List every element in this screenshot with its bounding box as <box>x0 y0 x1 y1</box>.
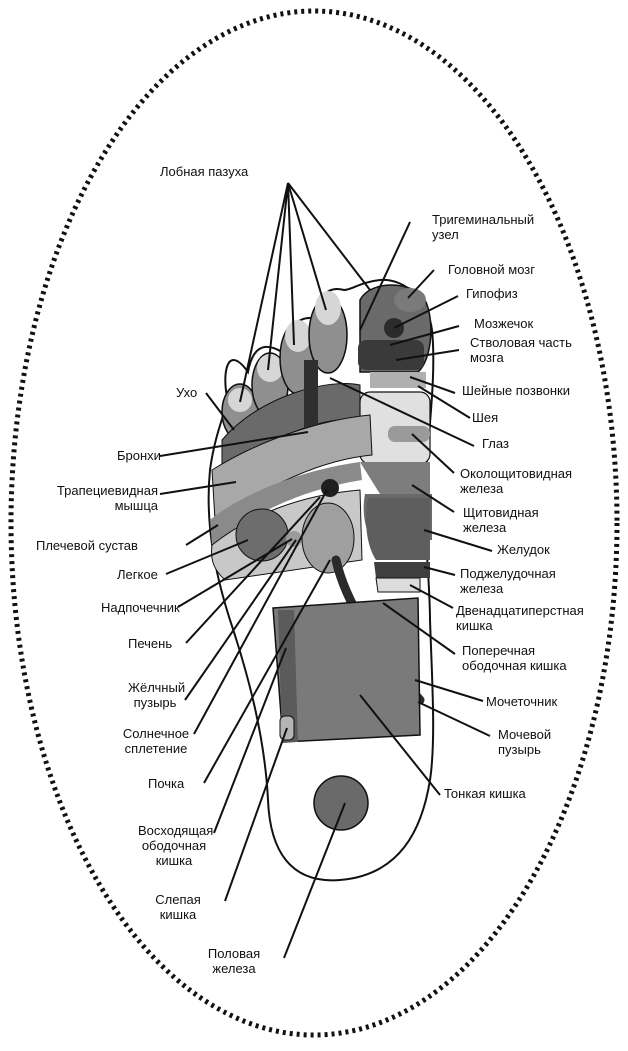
lung-spot <box>236 509 288 561</box>
big-toe-brain <box>394 288 426 312</box>
label-adrenal: Надпочечник <box>101 600 180 615</box>
label-ear: Ухо <box>176 385 197 400</box>
label-shoulder: Плечевой сустав <box>36 538 138 553</box>
eye-spot <box>388 426 430 442</box>
label-small-intestine: Тонкая кишка <box>444 786 526 801</box>
label-neck: Шея <box>472 410 498 425</box>
label-kidney: Почка <box>148 776 184 791</box>
toe-third-tip <box>285 320 311 352</box>
pancreas-zone <box>374 562 430 578</box>
label-frontal-sinus: Лобная пазуха <box>160 164 248 179</box>
label-bronchi: Бронхи <box>117 448 161 463</box>
label-ureter: Мочеточник <box>486 694 557 709</box>
gonad-spot <box>314 776 368 830</box>
duodenum-zone <box>376 578 420 592</box>
label-eye: Глаз <box>482 436 509 451</box>
label-brain: Головной мозг <box>448 262 535 277</box>
label-liver: Печень <box>128 636 172 651</box>
toe-second-tip <box>315 291 341 325</box>
label-cerebellum: Мозжечок <box>474 316 533 331</box>
stomach-zone <box>366 498 430 560</box>
label-cervical: Шейные позвонки <box>462 383 570 398</box>
label-lung: Легкое <box>117 567 158 582</box>
label-pituitary: Гипофиз <box>466 286 518 301</box>
label-stomach: Желудок <box>497 542 550 557</box>
